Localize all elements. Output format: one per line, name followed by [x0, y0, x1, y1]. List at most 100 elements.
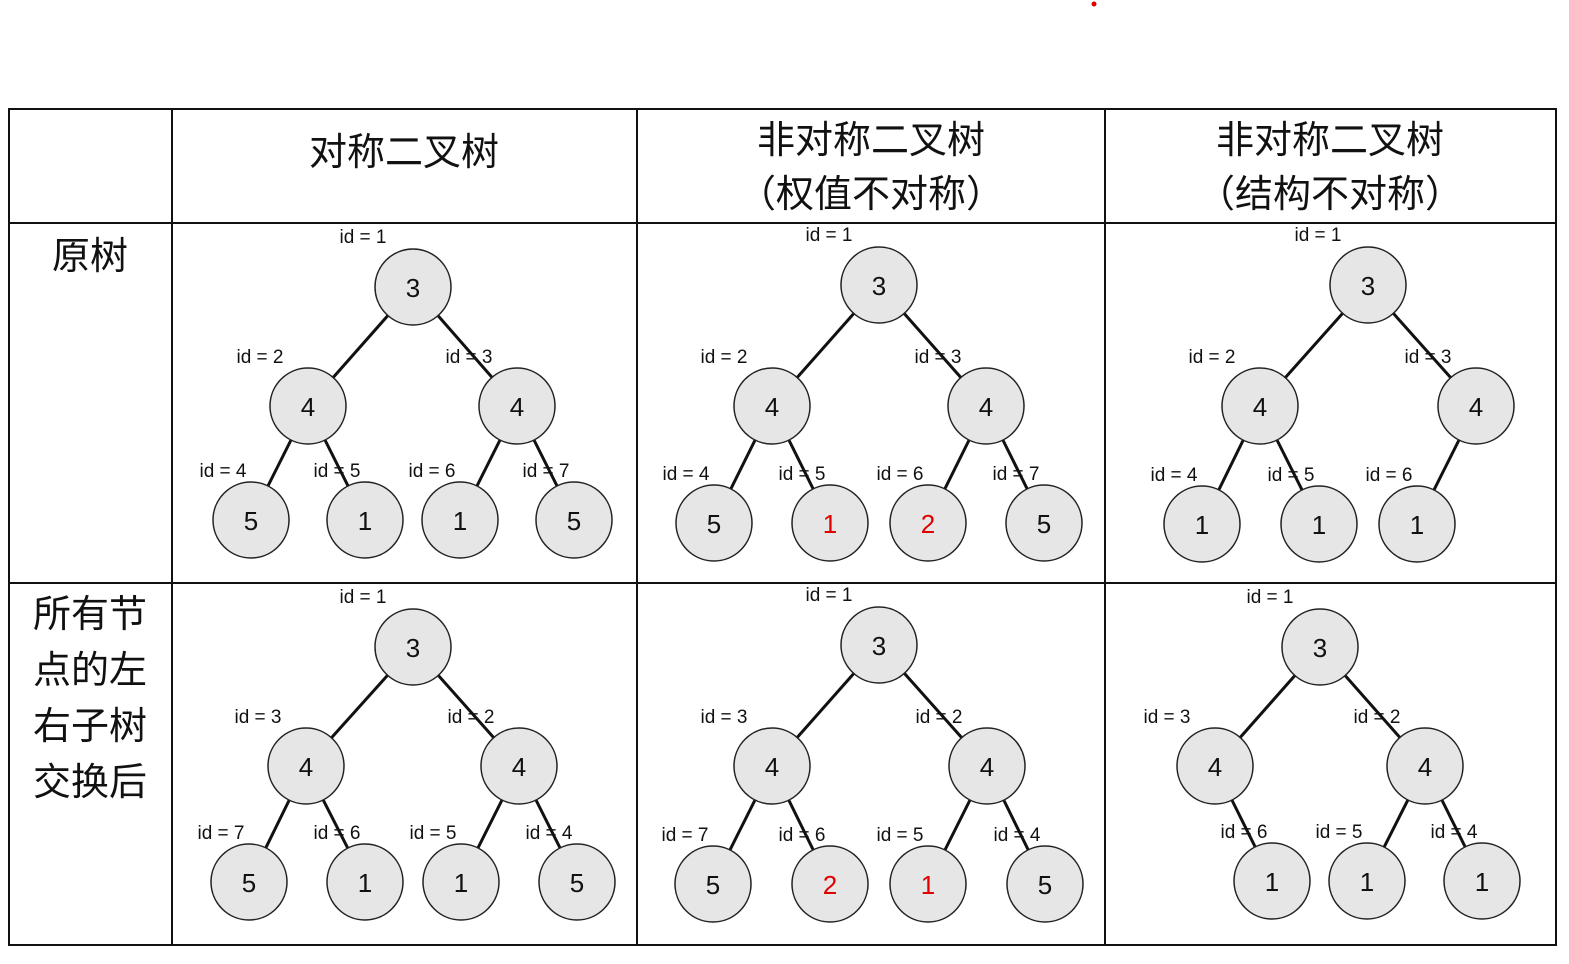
tree-node-value: 5 — [242, 868, 256, 898]
row2-label-line4: 交换后 — [33, 760, 147, 804]
node-id-label: id = 6 — [408, 461, 455, 482]
node-id-label: id = 5 — [409, 823, 456, 844]
tree-node-value: 4 — [765, 752, 779, 782]
tree-node-value: 5 — [570, 868, 584, 898]
tree-node-circle — [480, 727, 558, 805]
node-id-label: id = 5 — [313, 461, 360, 482]
tree-node-circle — [1280, 485, 1358, 563]
node-id-label: id = 5 — [778, 464, 825, 485]
row1-label: 原树 — [52, 234, 128, 278]
tree-node-circle — [791, 484, 869, 562]
node-id-label: id = 1 — [1246, 587, 1293, 608]
marker-dot — [1091, 1, 1097, 7]
tree-edge — [1276, 312, 1344, 388]
tree-node-value: 4 — [510, 392, 524, 422]
tree-node-circle — [212, 481, 290, 559]
tree-edge — [788, 312, 855, 388]
node-id-label: id = 4 — [1150, 465, 1197, 486]
tree-node-value: 4 — [980, 752, 994, 782]
row-labels: 原树 所有节 点的左 右子树 交换后 — [33, 234, 147, 804]
node-id-label: id = 6 — [1365, 465, 1412, 486]
tree-node-value: 3 — [872, 271, 886, 301]
tree-node-circle — [1443, 842, 1521, 920]
tree-edge — [1392, 312, 1460, 388]
tree-node-circle — [421, 481, 499, 559]
tree-node-value: 4 — [1208, 752, 1222, 782]
tree-node-circle — [374, 248, 452, 326]
node-id-label: id = 2 — [700, 347, 747, 368]
tree-node-value: 3 — [406, 273, 420, 303]
tree-node-circle — [675, 484, 753, 562]
tree-node-value: 1 — [358, 506, 372, 536]
tree-node-circle — [889, 484, 967, 562]
tree-node-circle — [674, 845, 752, 923]
row2-label-line2: 点的左 — [33, 648, 147, 692]
tree-edge — [788, 672, 855, 748]
tree-node-value: 4 — [765, 392, 779, 422]
node-id-label: id = 3 — [914, 347, 961, 368]
row2-label-line3: 右子树 — [33, 704, 147, 748]
tree-node-circle — [535, 481, 613, 559]
tree-node-value: 4 — [1253, 392, 1267, 422]
tree-node-value: 4 — [299, 752, 313, 782]
node-id-label: id = 2 — [236, 347, 283, 368]
node-id-label: id = 6 — [1220, 822, 1267, 843]
tree-node-circle — [791, 845, 869, 923]
tree-node-value: 1 — [921, 870, 935, 900]
tree-node-value: 1 — [1265, 867, 1279, 897]
node-id-label: id = 6 — [313, 823, 360, 844]
tree-node-value: 5 — [707, 509, 721, 539]
node-id-label: id = 2 — [1353, 707, 1400, 728]
node-id-label: id = 4 — [199, 461, 246, 482]
tree-node-value: 1 — [454, 868, 468, 898]
tree-edge — [437, 674, 503, 748]
tree-node-circle — [538, 843, 616, 921]
node-id-label: id = 1 — [805, 225, 852, 246]
tree-node-circle — [1281, 608, 1359, 686]
tree-node-circle — [1437, 367, 1515, 445]
tree-node-circle — [326, 481, 404, 559]
tree-node-value: 4 — [1418, 752, 1432, 782]
tree-node-circle — [210, 843, 288, 921]
tree-node-value: 4 — [979, 392, 993, 422]
tree-node-value: 3 — [872, 631, 886, 661]
tree-node-circle — [1163, 485, 1241, 563]
node-id-label: id = 3 — [1404, 347, 1451, 368]
tree-node-circle — [326, 843, 404, 921]
node-id-label: id = 1 — [805, 585, 852, 606]
node-id-label: id = 3 — [234, 707, 281, 728]
node-id-label: id = 2 — [915, 707, 962, 728]
tree-node-value: 5 — [567, 506, 581, 536]
tree-node-value: 1 — [453, 506, 467, 536]
node-id-label: id = 1 — [339, 227, 386, 248]
node-id-label: id = 7 — [661, 825, 708, 846]
node-id-label: id = 6 — [876, 464, 923, 485]
tree-node-circle — [733, 727, 811, 805]
row2-label-line1: 所有节 — [33, 592, 147, 636]
tree-edge — [436, 314, 502, 388]
table-grid — [8, 108, 1557, 946]
node-id-label: id = 7 — [197, 823, 244, 844]
tree-node-value: 4 — [1469, 392, 1483, 422]
node-id-label: id = 1 — [339, 587, 386, 608]
node-id-label: id = 4 — [1430, 822, 1477, 843]
tree-node-circle — [422, 843, 500, 921]
table-border — [8, 108, 1557, 946]
node-id-label: id = 4 — [662, 464, 709, 485]
tree-node-circle — [269, 367, 347, 445]
tree-node-circle — [1233, 842, 1311, 920]
node-id-label: id = 5 — [876, 825, 923, 846]
tree-node-circle — [1221, 367, 1299, 445]
tree-node-circle — [1386, 727, 1464, 805]
node-id-label: id = 6 — [778, 825, 825, 846]
tree-edge — [903, 312, 970, 388]
node-id-label: id = 5 — [1267, 465, 1314, 486]
tree-node-circle — [1176, 727, 1254, 805]
tree-edge — [1231, 674, 1297, 748]
